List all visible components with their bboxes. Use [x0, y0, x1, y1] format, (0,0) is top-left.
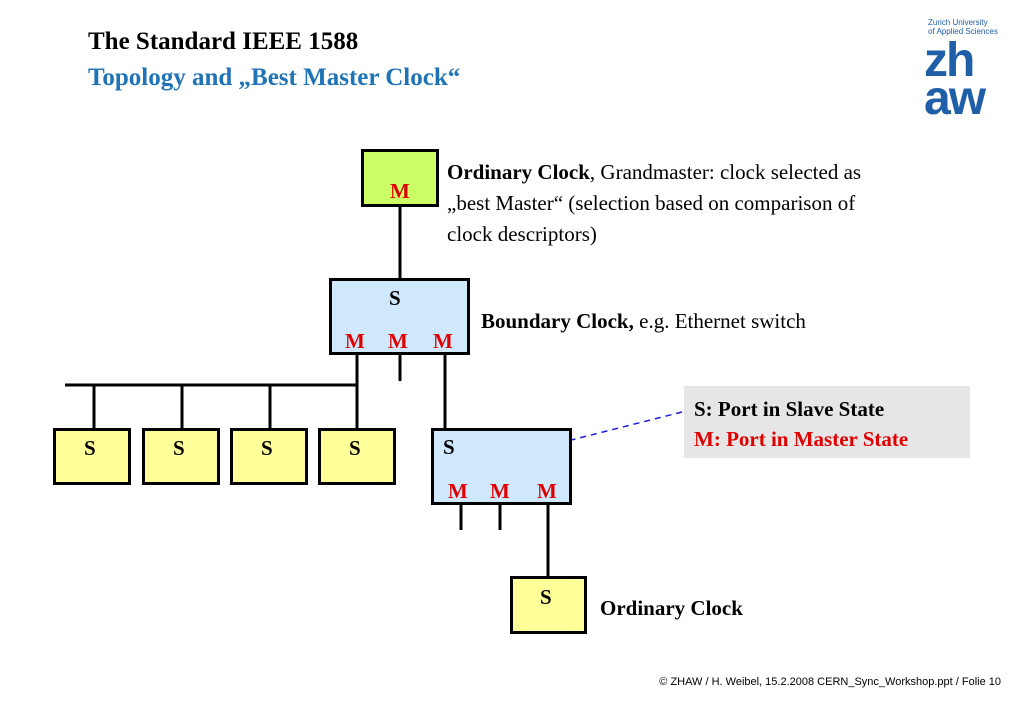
- boundary2-master-port-1: M: [448, 479, 468, 503]
- boundary2-slave-port: S: [443, 435, 455, 459]
- boundary-clock-2: S M M M: [431, 428, 572, 505]
- boundary-clock: S M M M: [329, 278, 470, 355]
- page-subtitle: Topology and „Best Master Clock“: [88, 64, 461, 91]
- ordinary-clock-label: Ordinary Clock: [600, 596, 743, 620]
- grandmaster-master-port: M: [390, 179, 410, 203]
- slave-clock: S: [230, 428, 308, 485]
- boundary-description: Boundary Clock, e.g. Ethernet switch: [481, 309, 806, 333]
- slave-clock: S: [318, 428, 396, 485]
- slave-port: S: [349, 436, 361, 460]
- slave-clock: S: [53, 428, 131, 485]
- boundary-master-port-1: M: [345, 329, 365, 353]
- boundary2-master-port-3: M: [537, 479, 557, 503]
- slave-port: S: [84, 436, 96, 460]
- page-title: The Standard IEEE 1588: [88, 28, 359, 55]
- ordinary-clock-slave-port: S: [540, 585, 552, 609]
- boundary2-master-port-2: M: [490, 479, 510, 503]
- zhaw-logo: zh aw: [924, 34, 986, 125]
- slave-clock: S: [142, 428, 220, 485]
- footer-copyright: © ZHAW / H. Weibel, 15.2.2008 CERN_Sync_…: [659, 676, 1001, 688]
- legend-master: M: Port in Master State: [694, 427, 909, 451]
- boundary-master-port-2: M: [388, 329, 408, 353]
- ordinary-clock-slave: S: [510, 576, 587, 634]
- grandmaster-clock: M: [361, 149, 439, 207]
- boundary-slave-port: S: [389, 286, 401, 310]
- legend-slave: S: Port in Slave State: [694, 397, 885, 421]
- port-state-legend: S: Port in Slave State M: Port in Master…: [684, 386, 970, 458]
- boundary-master-port-3: M: [433, 329, 453, 353]
- grandmaster-description: Ordinary Clock, Grandmaster: clock selec…: [447, 160, 862, 246]
- slave-port: S: [173, 436, 185, 460]
- slave-port: S: [261, 436, 273, 460]
- university-name: Zurich University of Applied Sciences: [928, 18, 998, 36]
